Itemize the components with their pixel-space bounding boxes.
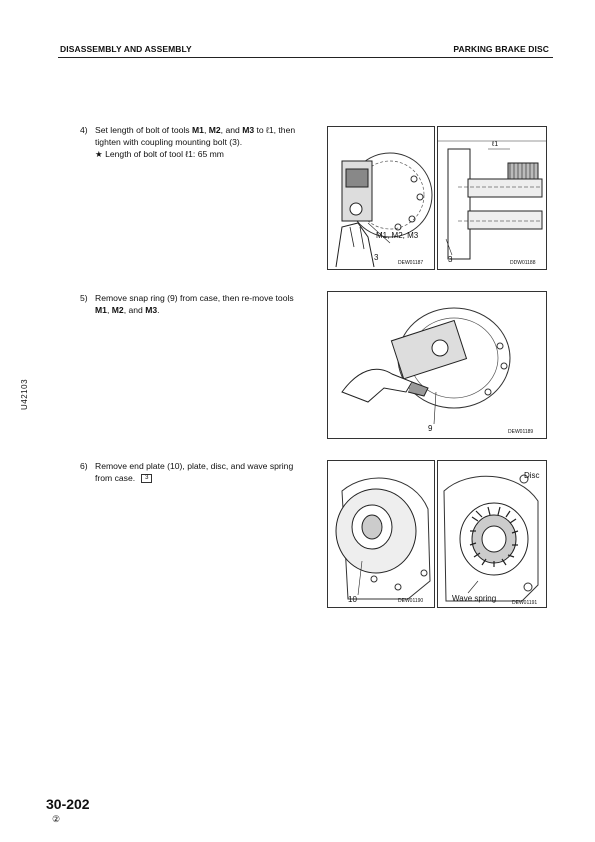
label-bolt: 3 [448,255,453,264]
figure-code: DEW01189 [508,429,534,435]
step-text: Set length of bolt of tools M1, M2, and … [95,125,296,147]
figure-end-plate-removal: 10 DEW01190 [327,460,435,608]
header-topic-title: PARKING BRAKE DISC [453,44,549,54]
illustration-bolt-section [438,140,546,260]
label-bolt: 3 [374,253,379,262]
header-rule [58,57,553,58]
label-wave-spring: Wave spring [452,594,497,603]
label-tools: M1, M2, M3 [376,231,419,240]
illustration-disc-wave-spring [443,474,539,602]
step-5: 5) Remove snap ring (9) from case, then … [80,292,305,316]
side-code: U42103 [20,378,29,410]
step-4: 4) Set length of bolt of tools M1, M2, a… [80,124,305,160]
figure-code: DEW01187 [398,260,424,266]
step-note: ★ Length of bolt of tool ℓ1: 65 mm [95,149,224,159]
step-number: 6) [80,461,88,471]
step-text: Remove end plate (10), plate, disc, and … [95,461,294,484]
header-section-title: DISASSEMBLY AND ASSEMBLY [60,44,192,54]
reference-mark: 3 [141,474,153,484]
figure-snap-ring-removal: 9 DEW01189 [327,291,547,439]
illustration-tools-installed [335,152,433,268]
figure-tools-installed: M1, M2, M3 3 DEW01187 [327,126,435,270]
step-6: 6) Remove end plate (10), plate, disc, a… [80,460,305,484]
illustration-snap-ring-removal [341,307,511,425]
illustration-end-plate-removal [335,477,431,600]
page-number: 30-202 [46,796,90,812]
step-text: Remove snap ring (9) from case, then re-… [95,293,294,315]
figure-bolt-section: ℓ1 3 DDW01188 [437,126,547,270]
figure-code: DDW01188 [510,260,536,266]
label-length: ℓ1 [492,141,499,148]
figure-code: DEW01190 [398,598,424,604]
figure-disc-wave-spring: Disc Wave spring DEW01191 [437,460,547,608]
label-end-plate: 10 [348,595,357,604]
step-number: 4) [80,125,88,135]
label-snap-ring: 9 [428,424,433,433]
figure-code: DEW01191 [512,600,538,606]
revision-mark: ② [52,814,61,824]
step-number: 5) [80,293,88,303]
label-disc: Disc [524,471,540,480]
